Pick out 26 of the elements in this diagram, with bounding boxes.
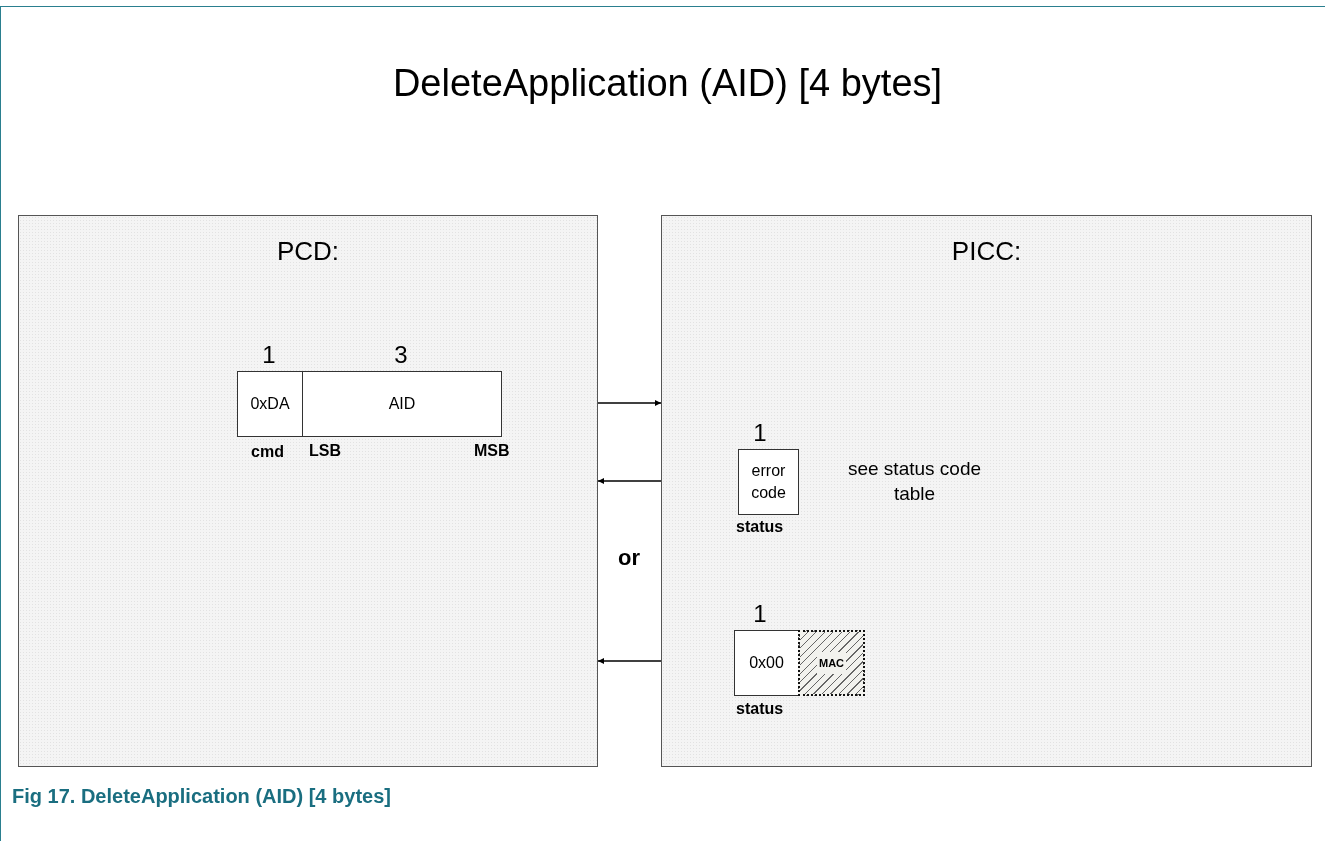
byte-count: 1: [752, 419, 768, 447]
note: see status code table: [846, 457, 983, 506]
field-caption: status: [736, 700, 784, 718]
field-caption: cmd: [251, 443, 284, 461]
arrow: [597, 478, 662, 484]
byte-field: error code: [738, 449, 799, 515]
arrow: [597, 400, 662, 406]
byte-field: 0x00: [734, 630, 799, 696]
field-text: MAC: [816, 652, 847, 674]
field-caption: status: [736, 518, 784, 536]
byte-field: 0xDA: [237, 371, 303, 437]
panel-title: PICC:: [950, 236, 1023, 267]
figure-caption: Fig 17. DeleteApplication (AID) [4 bytes]: [12, 785, 391, 808]
byte-order-label: MSB: [474, 442, 510, 460]
panel: [661, 215, 1312, 767]
byte-count: 1: [752, 600, 768, 628]
diagram-title: DeleteApplication (AID) [4 bytes]: [391, 62, 944, 105]
arrow: [597, 658, 662, 664]
byte-order-label: LSB: [309, 442, 341, 460]
byte-field: AID: [302, 371, 502, 437]
byte-count: 3: [393, 341, 409, 369]
mac-field: [798, 630, 865, 696]
separator-word: or: [618, 545, 640, 571]
byte-count: 1: [261, 341, 277, 369]
panel: [18, 215, 598, 767]
panel-title: PCD:: [275, 236, 341, 267]
